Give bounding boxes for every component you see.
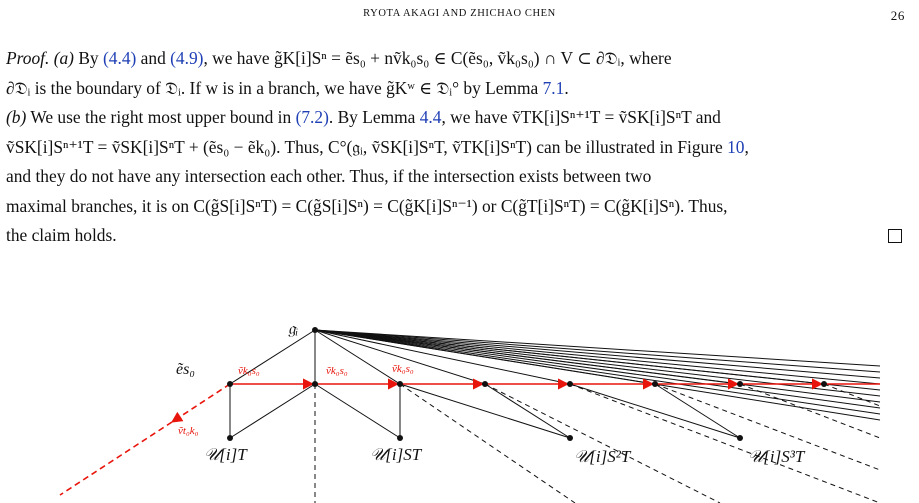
part-b-label: (b)	[6, 107, 27, 127]
by-word: By	[78, 48, 99, 68]
label-u-t: 𝒰[i]T	[204, 445, 248, 464]
dashed-lines	[314, 383, 881, 503]
line-1-text: we have g̃K[i]Sⁿ = ẽs₀ + nṽk₀s₀ ∈ C(ẽs₀,…	[212, 48, 672, 68]
dashed-line	[654, 383, 881, 471]
node	[482, 381, 488, 387]
label-e-s0: ẽs₀	[176, 361, 195, 378]
part-a-label: (a)	[53, 48, 74, 68]
fan-ray	[314, 329, 741, 385]
proof-body: Proof. (a) By (4.4) and (4.9), we have g…	[6, 44, 904, 251]
running-head: RYOTA AKAGI AND ZHICHAO CHEN	[363, 8, 556, 19]
line-3-c: , we have ṽTK[i]Sⁿ⁺¹T = ṽSK[i]SⁿT and	[441, 107, 721, 127]
fan-ray	[229, 329, 316, 385]
label-u-st: 𝒰[i]ST	[370, 445, 423, 464]
edge	[484, 383, 571, 439]
ref-eq-4-9[interactable]: (4.9)	[170, 48, 204, 68]
label-v-k0s0: ṽk₀s₀	[392, 363, 414, 375]
nodes	[227, 327, 827, 441]
node	[737, 381, 743, 387]
ref-lemma-7-1[interactable]: 7.1	[542, 77, 565, 98]
fan-ray	[314, 329, 881, 415]
label-v-t0k0: ṽt₀k₀	[178, 425, 199, 437]
label-v-k0s0: ṽk₀s₀	[238, 365, 260, 377]
proof-line-2: ∂𝔇ᵢ is the boundary of 𝔇ᵢ. If w is in a …	[6, 77, 569, 98]
line-5-text: and they do not have any intersection ea…	[6, 166, 652, 186]
page-number: 26	[890, 8, 905, 23]
line-7-text: the claim holds.	[6, 225, 117, 245]
edge	[314, 383, 401, 439]
node	[312, 381, 318, 387]
ref-eq-4-4[interactable]: (4.4)	[102, 48, 137, 68]
node-u-s3t	[737, 435, 743, 441]
label-u-s3t: 𝒰[i]S³T	[748, 447, 806, 466]
fan-ray	[314, 329, 486, 385]
node	[567, 381, 573, 387]
fan-ray	[314, 329, 656, 385]
node-e-s0	[227, 381, 233, 387]
node-u-s2t	[567, 435, 573, 441]
fan-ray	[314, 329, 881, 367]
proof-line-1: Proof. (a) By (4.4) and (4.9), we have g…	[6, 48, 672, 68]
label-g-i: 𝔤ᵢ	[288, 319, 298, 338]
v-t0k0-dashed	[59, 421, 173, 496]
dashed-line	[569, 383, 881, 503]
line-3-b: . By Lemma	[328, 107, 416, 127]
dashed-line	[739, 383, 881, 439]
branch-edges	[229, 383, 741, 439]
node-u-t	[227, 435, 233, 441]
proof-line-3: (b) We use the right most upper bound in…	[6, 103, 904, 133]
label-v-k0s0: ṽk₀s₀	[326, 365, 348, 377]
edge	[569, 383, 741, 439]
node	[652, 381, 658, 387]
label-u-s2t: 𝒰[i]S²T	[574, 447, 632, 466]
fan-ray	[314, 329, 881, 385]
proof-label: Proof.	[6, 48, 50, 68]
fan-ray	[314, 329, 881, 373]
ref-eq-7-2[interactable]: (7.2)	[295, 107, 329, 127]
ref-lemma-4-4[interactable]: 4.4	[419, 107, 442, 127]
edge	[229, 383, 316, 439]
proof-line-6: maximal branches, it is on C(g̃S[i]SⁿT) …	[6, 192, 904, 222]
fan-rays	[229, 329, 881, 421]
ref-figure-10[interactable]: 10	[727, 136, 745, 157]
qed-box-icon	[888, 229, 902, 243]
dashed-line	[823, 383, 881, 407]
dashed-line	[484, 383, 721, 503]
proof-line-5: and they do not have any intersection ea…	[6, 162, 904, 192]
red-arrows	[59, 378, 880, 496]
v-t0k0-arrow	[171, 383, 231, 423]
fan-ray	[314, 329, 881, 379]
line-6-text: maximal branches, it is on C(g̃S[i]SⁿT) …	[6, 195, 728, 216]
edge	[654, 383, 741, 439]
fan-ray	[314, 329, 881, 409]
cone-diagram: 𝔤ᵢ ẽs₀ ṽk₀s₀ ṽk₀s₀ ṽk₀s₀ ṽt₀k₀ 𝒰[i]T 𝒰[i…	[59, 319, 881, 503]
fan-ray	[314, 329, 881, 397]
dashed-line	[399, 383, 576, 503]
line-4-a: ṽSK[i]Sⁿ⁺¹T = ṽSK[i]SⁿT + (ẽs₀ − ẽk₀). T…	[6, 136, 723, 157]
node-g-i	[312, 327, 318, 333]
proof-line-4: ṽSK[i]Sⁿ⁺¹T = ṽSK[i]SⁿT + (ẽs₀ − ẽk₀). T…	[6, 136, 749, 157]
proof-line-7: the claim holds.	[6, 221, 904, 251]
line-3-a: We use the right most upper bound in	[30, 107, 292, 127]
line-2-text: ∂𝔇ᵢ is the boundary of 𝔇ᵢ. If w is in a …	[6, 77, 539, 98]
fan-ray	[314, 329, 825, 385]
fan-ray	[314, 329, 571, 385]
node	[821, 381, 827, 387]
page-header: RYOTA AKAGI AND ZHICHAO CHEN 26	[0, 6, 919, 26]
figure-10: 𝔤ᵢ ẽs₀ ṽk₀s₀ ṽk₀s₀ ṽk₀s₀ ṽt₀k₀ 𝒰[i]T 𝒰[i…	[0, 310, 919, 503]
fan-ray	[314, 329, 401, 385]
node	[397, 381, 403, 387]
node-u-st	[397, 435, 403, 441]
edge	[399, 383, 571, 439]
